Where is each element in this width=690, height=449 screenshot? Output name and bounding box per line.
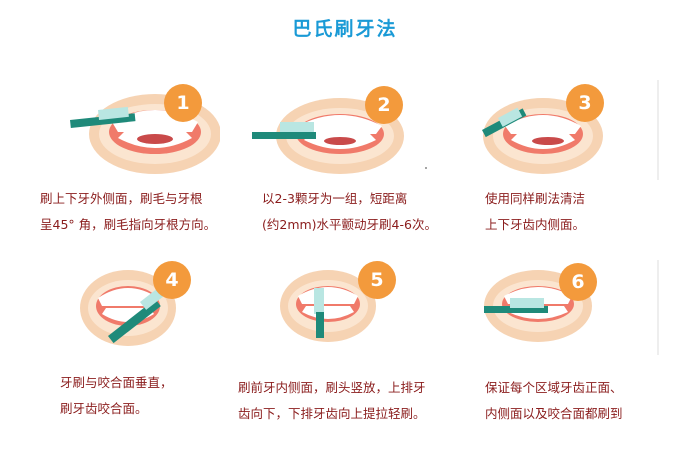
stray-dot [425, 167, 427, 169]
step-2-number-badge: 2 [365, 86, 403, 124]
step-6-caption-line-2: 内侧面以及咬合面都刷到 [485, 406, 623, 421]
step-5-illustration [278, 268, 398, 348]
step-3-caption: 使用同样刷法清洁 上下牙齿内侧面。 [485, 186, 585, 238]
edge-divider [657, 260, 659, 355]
step-4-illustration [78, 268, 198, 358]
step-4-number-badge: 4 [153, 261, 191, 299]
step-1-caption-line-1: 刷上下牙外侧面，刷毛与牙根 [40, 191, 203, 206]
edge-divider [657, 80, 659, 180]
step-2-caption-line-1: 以2-3颗牙为一组，短距离 [262, 191, 408, 206]
step-6-caption: 保证每个区域牙齿正面、 内侧面以及咬合面都刷到 [485, 375, 623, 427]
step-2-caption: 以2-3颗牙为一组，短距离 (约2mm)水平颤动牙刷4-6次。 [262, 186, 437, 238]
step-3-number-badge: 3 [566, 84, 604, 122]
step-6-caption-line-1: 保证每个区域牙齿正面、 [485, 380, 623, 395]
step-3-caption-line-1: 使用同样刷法清洁 [485, 191, 586, 206]
step-1-caption-line-2: 呈45° 角，刷毛指向牙根方向。 [40, 217, 217, 232]
step-4-caption: 牙刷与咬合面垂直， 刷牙齿咬合面。 [60, 370, 173, 422]
mouth-open-icon [80, 270, 176, 346]
step-5-caption-line-2: 齿向下，下排牙齿向上提拉轻刷。 [238, 406, 426, 421]
step-5-caption: 刷前牙内侧面，刷头竖放，上排牙 齿向下，下排牙齿向上提拉轻刷。 [238, 375, 426, 427]
step-1-number-badge: 1 [164, 84, 202, 122]
step-4-caption-line-2: 刷牙齿咬合面。 [60, 401, 148, 416]
step-2-caption-line-2: (约2mm)水平颤动牙刷4-6次。 [262, 217, 437, 232]
mouth-open-icon [280, 270, 376, 342]
step-3-caption-line-2: 上下牙齿内侧面。 [485, 217, 586, 232]
step-1-caption: 刷上下牙外侧面，刷毛与牙根 呈45° 角，刷毛指向牙根方向。 [40, 186, 216, 238]
step-5-caption-line-1: 刷前牙内侧面，刷头竖放，上排牙 [238, 380, 426, 395]
step-6-number-badge: 6 [559, 263, 597, 301]
step-5-number-badge: 5 [358, 261, 396, 299]
page-title: 巴氏刷牙法 [292, 18, 398, 40]
step-4-caption-line-1: 牙刷与咬合面垂直， [60, 375, 173, 390]
